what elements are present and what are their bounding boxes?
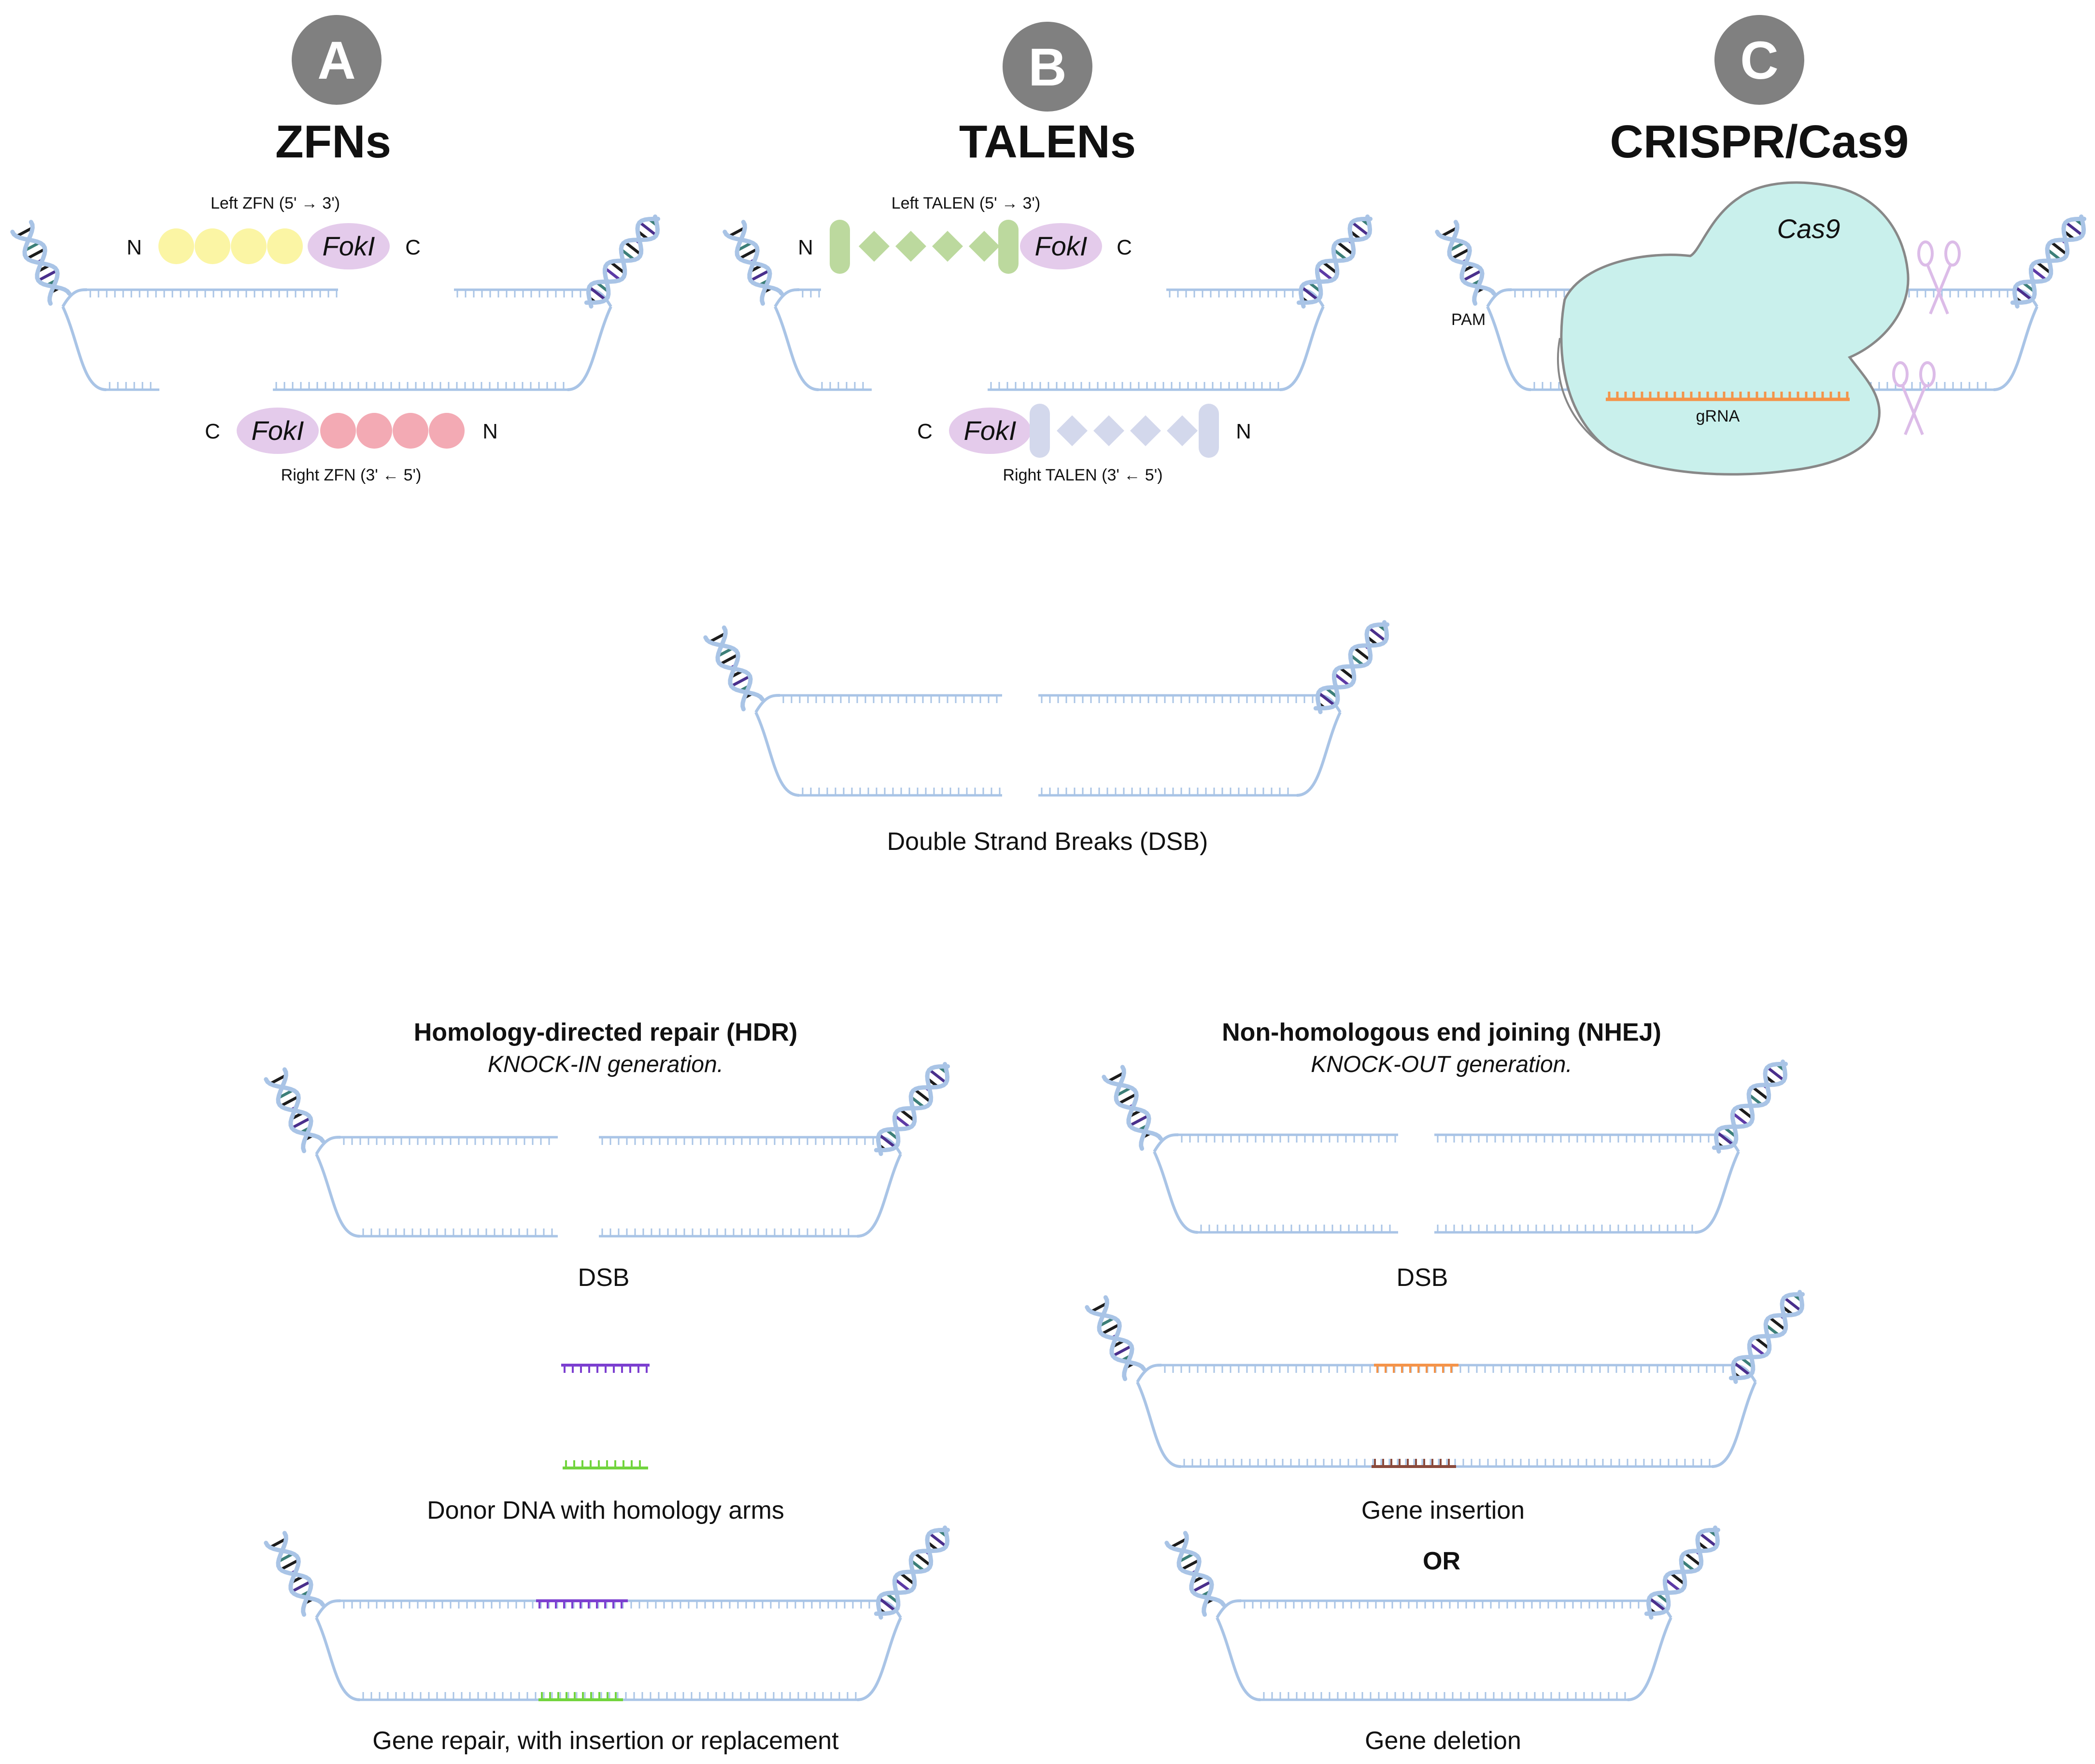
inserted-segment-bottom	[538, 1692, 623, 1701]
hdr-subtitle: KNOCK-IN generation.	[488, 1052, 723, 1077]
left-n-terminal: N	[127, 236, 142, 259]
insertion-segment-bottom	[1372, 1459, 1456, 1468]
fokl-domain-right	[949, 408, 1031, 454]
cas9-protein	[1557, 181, 1910, 476]
dsb-diagram	[1102, 1059, 1788, 1234]
nhej-column: Non-homologous end joining (NHEJ) KNOCK-…	[1085, 1018, 1805, 1755]
badge-c-circle	[1714, 15, 1804, 105]
donor-caption: Donor DNA with homology arms	[427, 1496, 784, 1524]
badge-a-circle	[292, 15, 382, 105]
nhej-dsb-label: DSB	[1397, 1264, 1448, 1292]
insertion-caption: Gene insertion	[1361, 1496, 1525, 1524]
pam-label: PAM	[1451, 310, 1486, 329]
badge-c-letter: C	[1740, 31, 1778, 90]
inserted-segment-top	[536, 1599, 628, 1609]
scissors-icon	[1892, 361, 1936, 436]
right-n-terminal: N	[482, 420, 498, 443]
right-talen-label: Right TALEN (3' ← 5')	[1003, 466, 1162, 484]
left-c-terminal: C	[1117, 236, 1132, 259]
talen-left-repeats	[830, 220, 1019, 274]
panel-crispr: C CRISPR/Cas9 Cas9 PAM gRNA	[1435, 15, 2087, 476]
badge-a-letter: A	[317, 31, 355, 90]
nhej-title: Non-homologous end joining (NHEJ)	[1222, 1018, 1661, 1046]
fokl-label-left: FokI	[1035, 231, 1088, 261]
hdr-column: Homology-directed repair (HDR) KNOCK-IN …	[264, 1018, 950, 1755]
hdr-dsb-label: DSB	[578, 1264, 630, 1292]
fokl-label-left: FokI	[323, 231, 375, 261]
crispr-title: CRISPR/Cas9	[1610, 116, 1909, 168]
fokl-domain-right	[237, 408, 319, 454]
or-label: OR	[1423, 1547, 1460, 1575]
scissors-icon	[1917, 240, 1961, 315]
right-c-terminal: C	[205, 420, 220, 443]
talen-right-repeats	[1030, 404, 1219, 458]
donor-dna-top	[561, 1364, 650, 1373]
dsb-diagram	[1164, 1525, 1721, 1701]
panel-zfns: A ZFNs Left ZFN (5' → 3') N FokI C C Fok…	[10, 15, 661, 484]
fokl-label-right: FokI	[252, 415, 304, 446]
left-zfn-label: Left ZFN (5' → 3')	[211, 194, 340, 212]
donor-dna-bottom	[563, 1460, 648, 1469]
dsb-diagram	[722, 214, 1373, 391]
badge-b-circle	[1003, 22, 1092, 112]
zfn-left-fingers	[158, 228, 303, 264]
left-c-terminal: C	[405, 236, 421, 259]
dsb-diagram	[10, 214, 661, 391]
left-n-terminal: N	[798, 236, 813, 259]
deletion-caption: Gene deletion	[1365, 1727, 1521, 1755]
dsb-diagram	[703, 620, 1390, 797]
right-n-terminal: N	[1236, 420, 1251, 443]
insertion-segment-top	[1374, 1364, 1458, 1373]
fokl-label-right: FokI	[964, 415, 1017, 446]
right-c-terminal: C	[917, 420, 933, 443]
fokl-domain-left	[1020, 223, 1102, 269]
talens-title: TALENs	[959, 116, 1136, 168]
hdr-title: Homology-directed repair (HDR)	[414, 1018, 798, 1046]
badge-b-letter: B	[1028, 38, 1066, 97]
dsb-diagram	[264, 1062, 950, 1238]
dsb-caption: Double Strand Breaks (DSB)	[887, 828, 1208, 856]
panel-talens: B TALENs Left TALEN (5' → 3') N FokI C C…	[722, 22, 1373, 484]
cas9-label: Cas9	[1777, 213, 1840, 244]
right-zfn-label: Right ZFN (3' ← 5')	[281, 466, 422, 484]
nhej-subtitle: KNOCK-OUT generation.	[1311, 1052, 1572, 1077]
left-talen-label: Left TALEN (5' → 3')	[892, 194, 1040, 212]
fokl-domain-left	[308, 223, 390, 269]
zfn-right-fingers	[320, 413, 465, 449]
grna-strand	[1606, 392, 1850, 401]
dsb-diagram	[264, 1525, 950, 1701]
zfns-title: ZFNs	[275, 116, 391, 168]
dsb-center: Double Strand Breaks (DSB)	[703, 620, 1390, 856]
grna-label: gRNA	[1696, 407, 1740, 425]
hdr-result-caption: Gene repair, with insertion or replaceme…	[372, 1727, 839, 1755]
dsb-diagram	[1085, 1290, 1805, 1468]
